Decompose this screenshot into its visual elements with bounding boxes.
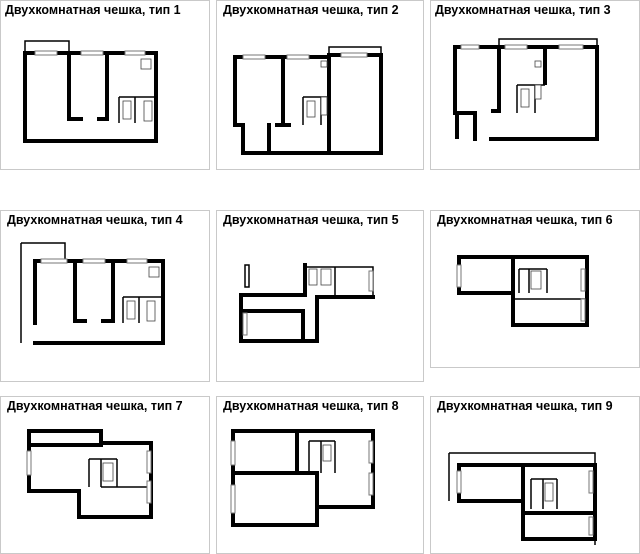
plan-title: Двухкомнатная чешка, тип 1 — [5, 3, 181, 17]
plan-title: Двухкомнатная чешка, тип 3 — [435, 3, 611, 17]
floor-plan-drawing — [23, 40, 158, 143]
floor-plan-drawing — [456, 255, 589, 327]
floor-plan-drawing — [239, 263, 375, 343]
floor-plan-drawing — [26, 429, 153, 519]
plan-card-type-4[interactable]: Двухкомнатная чешка, тип 4 — [0, 210, 210, 382]
plan-card-type-6[interactable]: Двухкомнатная чешка, тип 6 — [430, 210, 640, 368]
floor-plan-drawing — [448, 452, 597, 545]
plan-title: Двухкомнатная чешка, тип 7 — [7, 399, 183, 413]
floor-plan-drawing — [233, 46, 383, 155]
plan-title: Двухкомнатная чешка, тип 2 — [223, 3, 399, 17]
plan-card-type-1[interactable]: Двухкомнатная чешка, тип 1 — [0, 0, 210, 170]
floor-plan-drawing — [20, 242, 165, 345]
plan-card-type-8[interactable]: Двухкомнатная чешка, тип 8 — [216, 396, 424, 554]
plan-card-type-9[interactable]: Двухкомнатная чешка, тип 9 — [430, 396, 640, 554]
plan-card-type-7[interactable]: Двухкомнатная чешка, тип 7 — [0, 396, 210, 554]
floor-plan-drawing — [230, 429, 375, 527]
plan-card-type-3[interactable]: Двухкомнатная чешка, тип 3 — [430, 0, 640, 170]
plan-title: Двухкомнатная чешка, тип 6 — [437, 213, 613, 227]
plan-title: Двухкомнатная чешка, тип 9 — [437, 399, 613, 413]
plan-card-type-5[interactable]: Двухкомнатная чешка, тип 5 — [216, 210, 424, 382]
plan-title: Двухкомнатная чешка, тип 4 — [7, 213, 183, 227]
plan-title: Двухкомнатная чешка, тип 8 — [223, 399, 399, 413]
plan-title: Двухкомнатная чешка, тип 5 — [223, 213, 399, 227]
floor-plan-drawing — [453, 38, 599, 141]
plan-card-type-2[interactable]: Двухкомнатная чешка, тип 2 — [216, 0, 424, 170]
